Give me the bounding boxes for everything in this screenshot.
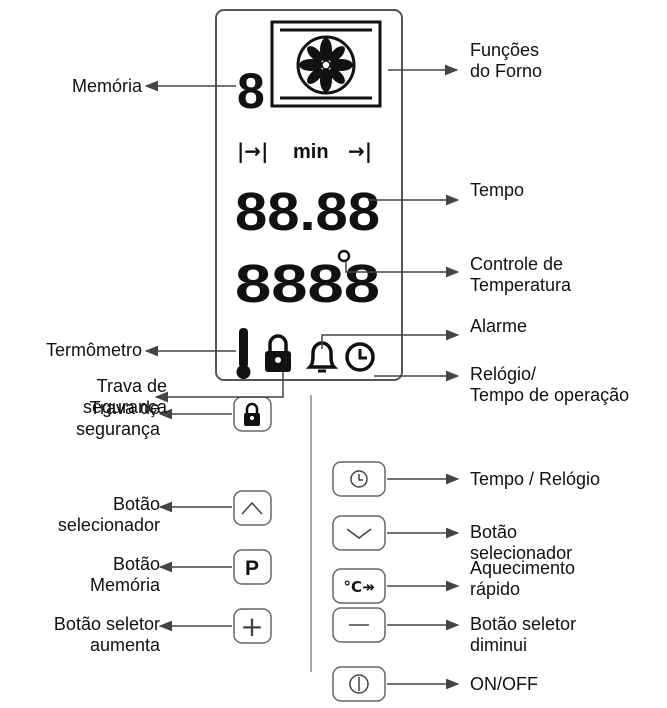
minus-button[interactable] — [332, 607, 386, 643]
label-selecionador-down-line1: Botão — [470, 522, 518, 542]
label-relogio-line2: Tempo de operação — [470, 385, 630, 405]
label-controle-line2: Temperatura — [470, 275, 572, 295]
label-memoria-botao: Botão Memória — [90, 554, 160, 596]
timer-end-icon: →| — [348, 139, 372, 163]
rapid-heat-button-label: °C↠ — [343, 578, 374, 596]
fan-icon — [270, 20, 382, 108]
label-trava-display-line2: segurança — [82, 397, 167, 417]
label-relogio-line1: Relógio/ — [470, 364, 537, 384]
label-controle-line1: Controle de — [470, 254, 564, 274]
label-funcoes-line1: Funções — [470, 40, 540, 60]
label-funcoes-line2: do Forno — [470, 61, 543, 81]
degree-symbol — [337, 249, 351, 263]
memory-digit: 8 — [237, 63, 265, 119]
time-digits: 88.88 — [235, 182, 380, 242]
memory-button[interactable]: P — [233, 549, 272, 585]
temperature-digits: 8888 — [235, 254, 380, 314]
label-diminui-line1: Botão seletor — [470, 614, 577, 634]
rapid-heat-button[interactable]: °C↠ — [332, 568, 386, 604]
label-aquecimento-line2: rápido — [470, 579, 521, 599]
label-relogio: Relógio/ Tempo de operação — [470, 364, 629, 406]
label-diminui-line2: diminui — [470, 635, 528, 655]
plus-button-label: + — [240, 610, 263, 643]
label-controle: Controle de Temperatura — [470, 254, 571, 296]
callout-arrows — [144, 64, 460, 690]
label-onoff: ON/OFF — [470, 674, 538, 694]
label-memoria-botao-line1: Botão — [112, 554, 160, 574]
label-aquecimento: Aquecimento rápido — [470, 558, 575, 600]
down-button[interactable] — [332, 515, 386, 551]
label-tempo-relogio: Tempo / Relógio — [470, 469, 601, 489]
label-aquecimento-line1: Aquecimento — [470, 558, 576, 578]
label-trava-botao-line1: Trava de — [89, 398, 160, 418]
label-trava-display-line1: Trava de — [96, 376, 167, 396]
bell-icon — [305, 341, 339, 373]
label-selecionador-up-line1: Botão — [112, 494, 160, 514]
plus-button[interactable]: + — [233, 608, 272, 644]
clock-button[interactable] — [332, 461, 386, 497]
up-button[interactable] — [233, 490, 272, 526]
timer-unit-label: min — [293, 141, 329, 163]
label-selecionador-up-line2: selecionador — [57, 515, 160, 535]
power-button[interactable] — [332, 666, 386, 702]
label-aumenta-line2: aumenta — [89, 635, 160, 655]
label-tempo: Tempo — [470, 180, 525, 200]
label-memoria-botao-line2: Memória — [89, 575, 160, 595]
label-aumenta-line1: Botão seletor — [53, 614, 160, 634]
label-memoria: Memória — [71, 76, 142, 96]
label-alarme: Alarme — [470, 316, 528, 336]
label-trava-display: Trava de segurança — [83, 376, 167, 418]
label-trava-botao: Trava de segurança — [76, 398, 160, 440]
label-selecionador-down-line2: selecionador — [470, 543, 573, 563]
thermometer-icon — [236, 328, 251, 379]
label-aumenta: Botão seletor aumenta — [54, 614, 160, 656]
lock-icon — [265, 334, 291, 372]
label-diminui: Botão seletor diminui — [470, 614, 576, 656]
label-termometro: Termômetro — [45, 340, 142, 360]
label-trava-botao-line2: segurança — [75, 419, 160, 439]
memory-button-label: P — [245, 557, 259, 580]
label-selecionador-up: Botão selecionador — [58, 494, 160, 536]
clock-icon — [345, 342, 375, 372]
timer-start-icon: |→| — [237, 139, 268, 163]
label-funcoes: Funções do Forno — [470, 40, 542, 82]
label-selecionador-down: Botão selecionador — [470, 522, 572, 564]
lock-button[interactable] — [233, 396, 272, 432]
